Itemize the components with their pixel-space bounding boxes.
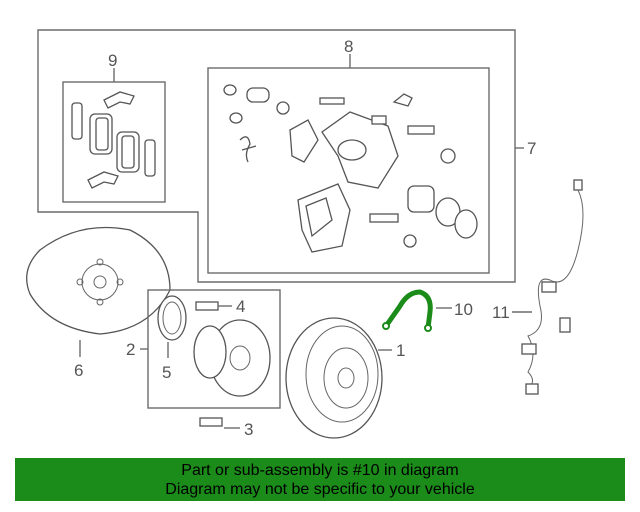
hub-bearing <box>157 295 271 397</box>
callout-8: 8 <box>344 37 353 56</box>
brake-hose-10[interactable] <box>383 289 433 331</box>
callout-9: 9 <box>108 51 117 70</box>
parts-diagram: 7 9 8 <box>26 29 584 439</box>
caliper-parts <box>223 84 478 253</box>
brake-hose-end-a <box>382 322 390 330</box>
caliper-assembly-box <box>37 29 516 283</box>
callout-7: 7 <box>527 139 536 158</box>
banner-line-2: Diagram may not be specific to your vehi… <box>165 481 475 498</box>
info-banner: Part or sub-assembly is #10 in diagram D… <box>15 458 625 501</box>
brake-pads <box>71 91 156 189</box>
callout-4: 4 <box>236 297 245 316</box>
callout-2: 2 <box>126 340 135 359</box>
callout-1: 1 <box>396 341 405 360</box>
callout-11: 11 <box>492 303 510 322</box>
dust-shield <box>26 226 171 335</box>
callout-5: 5 <box>162 363 171 382</box>
brake-rotor <box>285 317 383 439</box>
hub-bolt <box>199 417 223 427</box>
callout-3: 3 <box>244 420 253 439</box>
callout-6: 6 <box>74 361 83 380</box>
banner-line-1: Part or sub-assembly is #10 in diagram <box>181 462 459 479</box>
brake-hose-end-b <box>424 324 432 332</box>
callout-10: 10 <box>454 300 473 319</box>
caliper-box <box>207 67 490 274</box>
wheel-speed-sensor <box>521 179 584 395</box>
